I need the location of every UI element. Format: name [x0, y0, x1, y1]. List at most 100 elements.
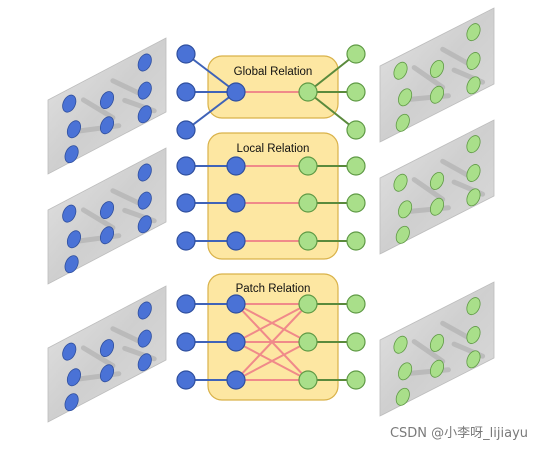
- local-green-node: [298, 231, 318, 251]
- relation-boxes: Global Relation Local Relation Patch Rel…: [207, 55, 339, 401]
- left-panel-3-dot: [137, 301, 152, 320]
- left-panel-3-dot: [99, 339, 115, 358]
- patch-relation-label: Patch Relation: [236, 283, 311, 295]
- right-panel-2-dot: [466, 164, 481, 182]
- left-panel-2: [47, 147, 167, 285]
- left-panel-1-dot: [64, 145, 79, 164]
- right-panel-2-dot: [395, 225, 410, 244]
- right-panel-1-dot: [466, 23, 481, 42]
- left-panel-2-dot: [99, 226, 115, 245]
- left-panel-1-dot: [62, 94, 77, 113]
- blue-node: [176, 82, 196, 102]
- relation-edge: [235, 303, 309, 343]
- local-green-node: [298, 193, 318, 213]
- right-panel-2-dot: [398, 200, 413, 219]
- right-panel-1-dot: [393, 61, 408, 80]
- global-relation-label: Global Relation: [234, 66, 313, 78]
- relation-edge: [307, 53, 357, 93]
- left-panel-3-dot: [137, 353, 152, 372]
- watermark: CSDN @小李呀_lijiayu: [390, 426, 528, 441]
- right-panel-3-sketch-stroke: [411, 339, 446, 364]
- local-blue-node: [226, 156, 246, 176]
- right-panel-3-dot: [466, 297, 481, 316]
- blue-node: [176, 193, 196, 213]
- left-panel-2-sketch-stroke: [110, 188, 145, 208]
- green-node: [346, 156, 366, 176]
- left-panel-2-dot: [64, 255, 79, 274]
- green-node: [346, 120, 366, 140]
- relation-edge: [235, 341, 309, 381]
- right-panel-1-dot: [429, 59, 445, 78]
- local-relation-label: Local Relation: [237, 143, 310, 155]
- blue-node: [176, 120, 196, 140]
- left-panel-1-sketch-stroke: [80, 97, 116, 121]
- left-panel-2-dot: [137, 163, 152, 182]
- right-panel-2-dot: [429, 171, 445, 190]
- nodes: [176, 44, 366, 390]
- local-green-node: [298, 156, 318, 176]
- blue-node: [176, 231, 196, 251]
- patch-blue-node: [226, 370, 246, 390]
- green-node: [346, 231, 366, 251]
- left-panel-1-dot: [137, 105, 152, 124]
- right-panel-2-sketch-stroke: [440, 158, 474, 180]
- relation-edge: [235, 303, 309, 381]
- left-panel-1-dot: [99, 116, 115, 135]
- left-panel-3-dot: [66, 368, 81, 387]
- left-panel-2-dot: [137, 215, 152, 234]
- right-panel-3-dot: [429, 359, 445, 378]
- right-panel-2-dot: [429, 197, 445, 216]
- green-node: [346, 332, 366, 352]
- right-panel-1-dot: [466, 52, 481, 70]
- right-panel-2-dot: [466, 135, 481, 154]
- left-panel-2-dot: [99, 201, 115, 220]
- right-panel-3: [379, 281, 495, 417]
- right-panel-1-dot: [466, 76, 481, 95]
- right-panel-3-sketch-stroke: [440, 320, 474, 342]
- left-panel-3-dot: [64, 393, 79, 412]
- right-panel-2-sketch-stroke: [411, 177, 446, 202]
- green-node: [346, 370, 366, 390]
- global-green-node: [298, 82, 318, 102]
- left-panel-2-dot: [137, 191, 152, 210]
- right-panel-3-dot: [395, 387, 410, 406]
- green-node: [346, 82, 366, 102]
- left-panel-1-dot: [99, 91, 115, 110]
- patch-blue-node: [226, 294, 246, 314]
- patch-green-node: [298, 294, 318, 314]
- left-panel-3-dot: [99, 364, 115, 383]
- right-panel-3-dot: [466, 326, 481, 344]
- right-panel-2-dot: [466, 188, 481, 207]
- local-blue-node: [226, 231, 246, 251]
- right-panel-2-dot: [393, 173, 408, 192]
- green-node: [346, 294, 366, 314]
- right-panel-1-dot: [429, 85, 445, 104]
- right-panel-3-dot: [429, 333, 445, 352]
- left-panel-3-sketch-stroke: [80, 345, 116, 369]
- green-node: [346, 193, 366, 213]
- right-panel-1-dot: [395, 113, 410, 132]
- left-panel-3-sketch-stroke: [110, 326, 145, 346]
- left-panel-2-sketch-stroke: [80, 207, 116, 231]
- left-panel-1-dot: [66, 120, 81, 139]
- patch-green-node: [298, 332, 318, 352]
- green-node: [346, 44, 366, 64]
- left-panel-1-dot: [137, 81, 152, 100]
- blue-node: [176, 156, 196, 176]
- relation-edge: [307, 91, 357, 131]
- global-blue-node: [226, 82, 246, 102]
- left-panel-1-sketch-stroke: [110, 78, 145, 98]
- right-panel-3-dot: [393, 335, 408, 354]
- left-panel-1-dot: [137, 53, 152, 72]
- global-relation-box: [207, 55, 339, 119]
- patch-green-node: [298, 370, 318, 390]
- left-panel-2-dot: [66, 230, 81, 249]
- right-panel-2: [379, 119, 495, 255]
- right-panel-1: [379, 7, 495, 143]
- relation-edge: [185, 53, 237, 93]
- left-panel-1: [47, 37, 167, 175]
- left-image-panels: [47, 37, 167, 423]
- right-panel-1-sketch-stroke: [440, 46, 474, 68]
- right-panel-1-dot: [398, 88, 413, 107]
